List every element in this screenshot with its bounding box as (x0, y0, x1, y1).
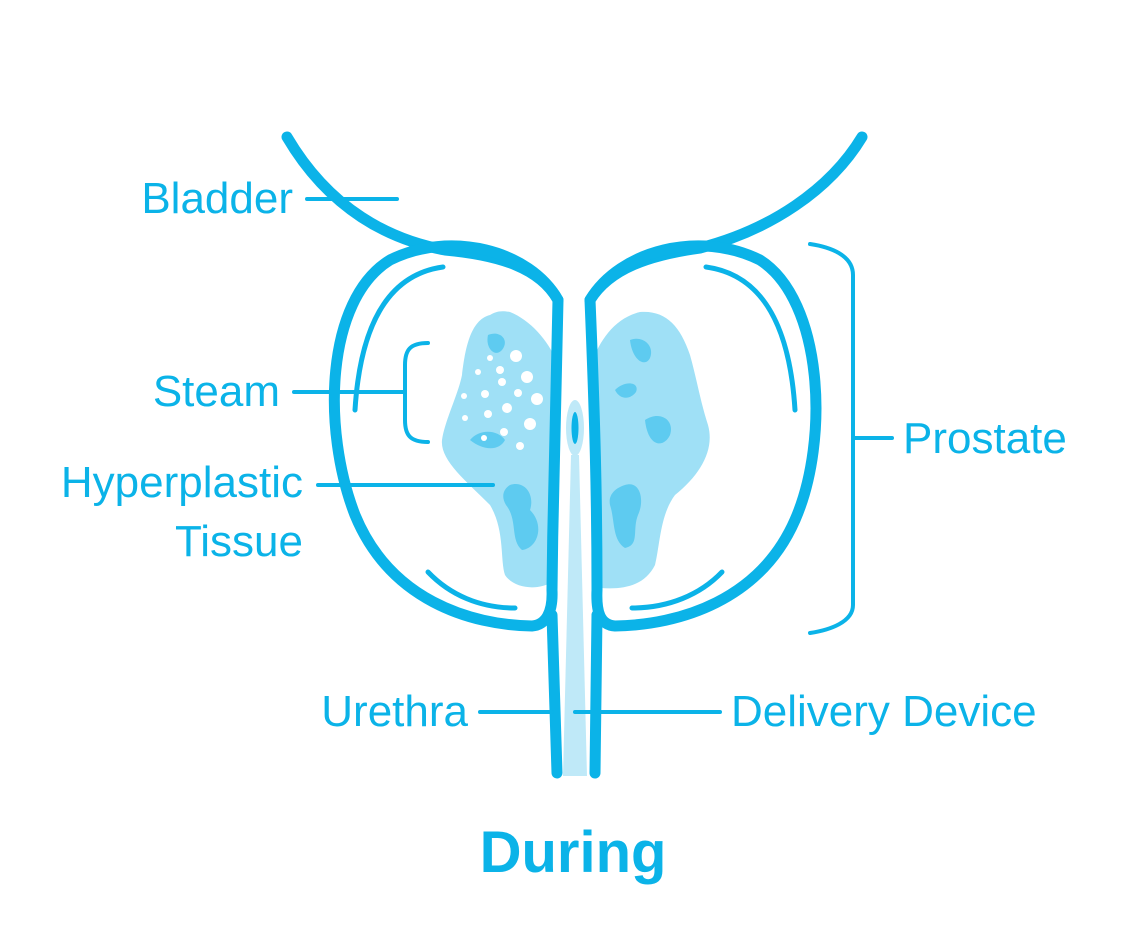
anatomy-outline (281, 131, 868, 779)
steam-dot (514, 389, 522, 397)
steam-dot (498, 378, 506, 386)
labels: Bladder Steam Hyperplastic Tissue Prosta… (61, 174, 1067, 885)
urethra-label: Urethra (321, 687, 468, 736)
steam-dots (461, 350, 543, 450)
bladder-wall-left (281, 131, 564, 306)
prostate-left-lobe (328, 240, 564, 632)
steam-dot (502, 403, 512, 413)
tissue-spot (609, 484, 642, 548)
tissue-spot (645, 415, 671, 444)
delivery-device-needle (571, 412, 579, 444)
steam-dot (462, 415, 468, 421)
steam-bracket (403, 341, 430, 444)
tissue-spot (487, 333, 505, 353)
delivery-device-label: Delivery Device (731, 687, 1037, 736)
delivery-device (563, 400, 587, 776)
tissue-left-lobe (441, 311, 557, 588)
capsule-inner-left-top (352, 264, 446, 413)
tissue-spot (630, 338, 652, 363)
steam-dot (481, 435, 487, 441)
prostate-bracket (808, 242, 855, 635)
hyperplastic-label-line1: Hyperplastic (61, 458, 303, 507)
steam-dot (516, 442, 524, 450)
delivery-device-shaft (563, 455, 587, 776)
tissue-spot (503, 484, 539, 550)
prostate-label: Prostate (903, 414, 1067, 463)
steam-dot (496, 366, 504, 374)
steam-dot (521, 371, 533, 383)
hyperplastic-label-line2: Tissue (175, 517, 303, 566)
capsule-inner-left-bottom (425, 569, 518, 611)
steam-dot (500, 428, 508, 436)
prostate-right-lobe (584, 240, 822, 632)
steam-dot (524, 418, 536, 430)
tissue-spot (470, 431, 505, 449)
steam-dot (481, 390, 489, 398)
urethra-wall-right (589, 609, 603, 779)
steam-label: Steam (153, 367, 280, 416)
steam-dot (531, 393, 543, 405)
steam-dot (487, 355, 493, 361)
steam-dot (510, 350, 522, 362)
leader-lines (292, 197, 894, 714)
steam-dot (461, 393, 467, 399)
bladder-wall-right (584, 131, 868, 306)
caption: During (480, 820, 667, 885)
tissue-spot (615, 383, 637, 398)
steam-dot (475, 369, 481, 375)
capsule-inner-right-bottom (629, 569, 725, 611)
bladder-label: Bladder (141, 174, 293, 223)
steam-dot (484, 410, 492, 418)
capsule-inner-right-top (703, 264, 798, 413)
urethra-wall-left (546, 609, 563, 779)
